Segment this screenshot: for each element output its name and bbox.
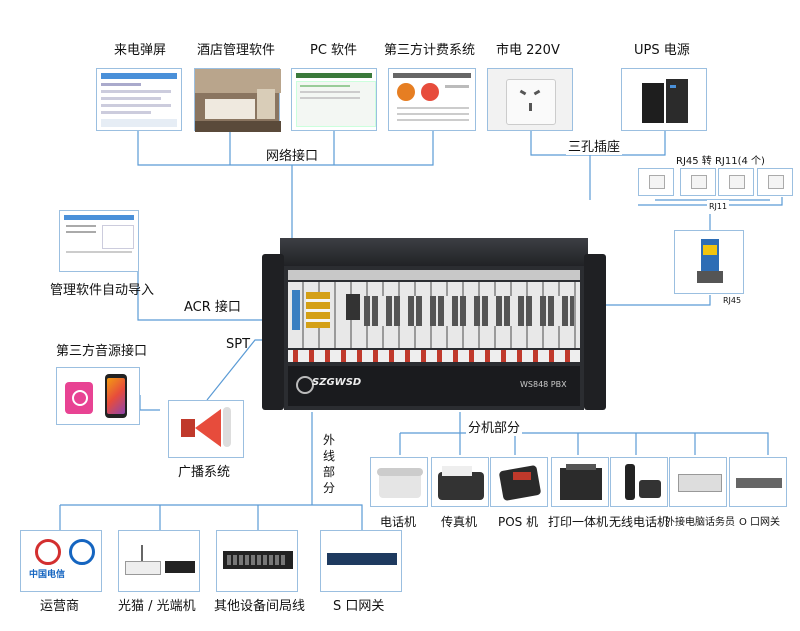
carrier-logos: 中国电信 xyxy=(20,530,102,592)
pos-terminal-icon xyxy=(490,457,548,507)
caller-popup-screenshot xyxy=(96,68,182,131)
other-room-label: 其他设备间局线 xyxy=(214,599,306,614)
fax-icon xyxy=(431,457,489,507)
broadcast-speaker-icon xyxy=(168,400,244,458)
mains-power-label: 市电 220V xyxy=(496,43,560,58)
extension-device-0: 电话机 xyxy=(380,515,417,529)
rj11-socket-1-icon xyxy=(638,168,674,196)
network-interface-label: 网络接口 xyxy=(264,149,321,164)
caller-popup-label: 来电弹屏 xyxy=(114,43,167,58)
billing-screenshot xyxy=(388,68,476,131)
telephone-icon xyxy=(370,457,428,507)
s-gateway-label: S 口网关 xyxy=(333,599,385,614)
outside-lines-label: 外线部分 xyxy=(322,433,335,495)
extension-device-6: O 口网关 xyxy=(739,517,781,528)
mgmt-import-label: 管理软件自动导入 xyxy=(50,283,155,298)
rj11-socket-4-icon xyxy=(757,168,793,196)
extension-device-4: 无线电话机 xyxy=(609,515,670,529)
rj11-socket-2-icon xyxy=(680,168,716,196)
power-outlet-icon xyxy=(487,68,573,131)
third-party-audio-label: 第三方音源接口 xyxy=(56,344,148,359)
optical-modem-label: 光猫 / 光端机 xyxy=(118,599,196,614)
carriers-label: 运营商 xyxy=(40,599,80,614)
extension-device-2: POS 机 xyxy=(498,515,539,529)
rj45-label: RJ45 xyxy=(723,296,742,305)
extension-device-3: 打印一体机 xyxy=(548,515,609,529)
rj45-connector-icon xyxy=(674,230,744,294)
wireless-phone-icon xyxy=(610,457,668,507)
chassis-brand: SZGWSD xyxy=(312,377,362,388)
o-port-gateway-icon xyxy=(729,457,787,507)
hotel-room-photo xyxy=(194,68,281,132)
broadcast-label: 广播系统 xyxy=(178,465,231,480)
ups-icon xyxy=(621,68,707,131)
rj11-socket-3-icon xyxy=(718,168,754,196)
extension-device-5: 外接电脑话务员 xyxy=(665,517,735,528)
carrier-logo-text: 中国电信 xyxy=(29,570,66,580)
s-port-gateway-icon xyxy=(320,530,402,592)
hotel-software-label: 酒店管理软件 xyxy=(197,43,276,58)
three-hole-socket-label: 三孔插座 xyxy=(566,140,623,155)
third-party-billing-label: 第三方计费系统 xyxy=(384,43,476,58)
chassis-model: WS848 PBX xyxy=(520,380,567,389)
mgmt-software-screenshot xyxy=(59,210,139,272)
printer-icon xyxy=(551,457,609,507)
pbx-chassis: SZGWSD WS848 PBX xyxy=(262,238,606,410)
other-room-device-icon xyxy=(216,530,298,592)
audio-player-icon xyxy=(56,367,140,425)
optical-modem-icon xyxy=(118,530,200,592)
extension-device-1: 传真机 xyxy=(441,515,478,529)
pc-software-label: PC 软件 xyxy=(310,43,358,58)
extensions-label: 分机部分 xyxy=(466,421,523,436)
rj11-label: RJ11 xyxy=(707,200,730,214)
ups-power-label: UPS 电源 xyxy=(634,43,690,58)
spt-label: SPT xyxy=(226,337,251,352)
pc-software-screenshot xyxy=(291,68,377,131)
acr-interface-label: ACR 接口 xyxy=(184,300,241,315)
external-operator-icon xyxy=(669,457,727,507)
rj45-to-rj11-label: RJ45 转 RJ11(4 个) xyxy=(676,156,765,167)
